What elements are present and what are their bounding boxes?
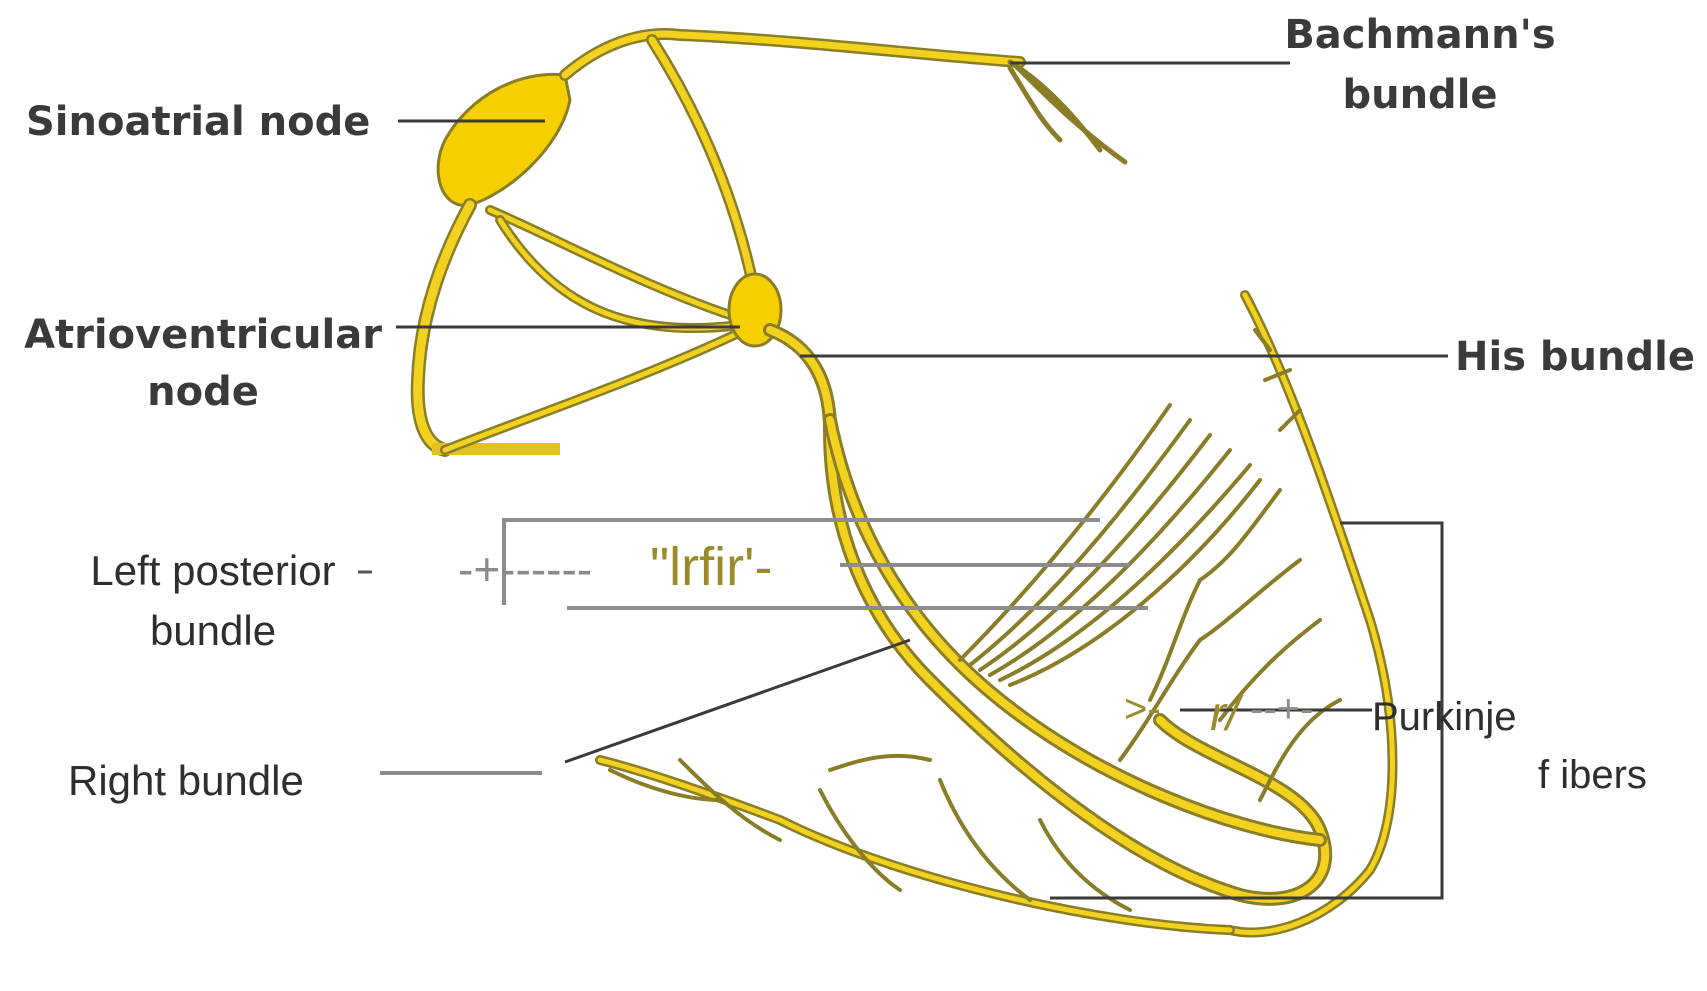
purkinje-label-line2: f ibers (1538, 753, 1647, 797)
left-posterior-bracket (504, 520, 1100, 605)
purkinje-label-line1: Purkinje (1372, 695, 1517, 739)
right-bundle-leader (565, 640, 910, 762)
right-bundle-label: Right bundle (68, 757, 304, 804)
his-bundle-shape (600, 295, 1393, 933)
right-artifact-arrow: >- (1124, 687, 1161, 731)
leader-lines (380, 63, 1448, 898)
av-node-label-line1: Atrioventricular (24, 312, 382, 358)
fascicle-fibers (960, 405, 1260, 685)
conduction-system (418, 34, 1393, 932)
bachmann-label-line1: Bachmann's (1284, 12, 1555, 58)
purkinje-network-left (610, 756, 1130, 910)
av-node-label-line2: node (147, 369, 259, 415)
left-posterior-label-line2: bundle (150, 607, 276, 654)
labels: Sinoatrial node Bachmann's bundle Atriov… (24, 12, 1695, 804)
sinoatrial-node-shape (438, 74, 570, 205)
left-artifact-text: "lrfir'- (650, 537, 772, 597)
left-artifact-dashes: -+------ (458, 543, 592, 595)
right-artifact-dashes: --+- (1250, 687, 1313, 731)
bachmann-label-line2: bundle (1342, 72, 1497, 118)
his-bundle-label: His bundle (1455, 334, 1695, 380)
left-posterior-label-line1: Left posterior (90, 547, 335, 594)
right-artifact-text: r/ (1210, 688, 1244, 741)
sinoatrial-node-label: Sinoatrial node (26, 99, 370, 145)
